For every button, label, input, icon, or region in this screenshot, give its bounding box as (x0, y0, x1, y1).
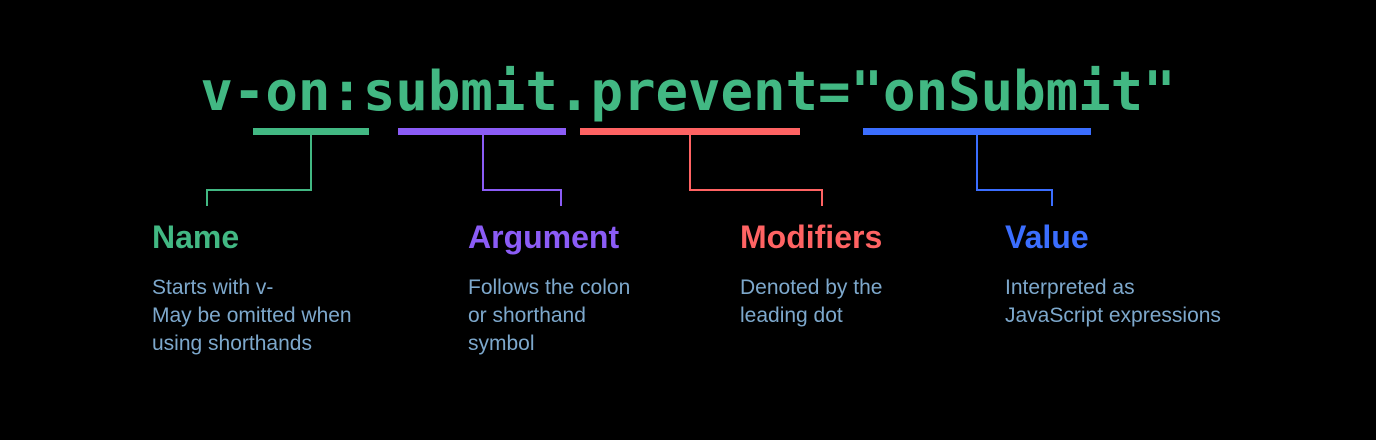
segment-title-value: Value (1005, 219, 1089, 255)
segment-bar-argument (398, 128, 566, 135)
segment-elbow-argument (482, 135, 562, 206)
segment-column-modifiers: Modifiers Denoted by the leading dot (740, 218, 990, 330)
code-expression: v-on:submit.prevent="onSubmit" (200, 60, 1176, 123)
segment-description-argument: Follows the colon or shorthand symbol (468, 276, 631, 355)
segment-bar-value (863, 128, 1091, 135)
segment-connector-modifiers (580, 128, 823, 206)
segment-connector-value (863, 128, 1091, 206)
segment-elbow-modifiers (689, 135, 823, 206)
segment-connector-argument (398, 128, 566, 206)
segment-column-value: Value Interpreted as JavaScript expressi… (1005, 218, 1325, 330)
segment-title-argument: Argument (468, 219, 620, 255)
segment-connector-name (206, 128, 369, 206)
segment-description-name: Starts with v- May be omitted when using… (152, 276, 352, 355)
segment-description-modifiers: Denoted by the leading dot (740, 276, 883, 327)
segment-title-name: Name (152, 219, 240, 255)
segment-elbow-value (976, 135, 1053, 206)
segment-column-name: Name Starts with v- May be omitted when … (152, 218, 442, 358)
segment-title-modifiers: Modifiers (740, 219, 883, 255)
segment-description-value: Interpreted as JavaScript expressions (1005, 276, 1221, 327)
segment-bar-modifiers (580, 128, 800, 135)
segment-elbow-name (206, 135, 312, 206)
segment-column-argument: Argument Follows the colon or shorthand … (468, 218, 718, 358)
segment-bar-name (253, 128, 369, 135)
